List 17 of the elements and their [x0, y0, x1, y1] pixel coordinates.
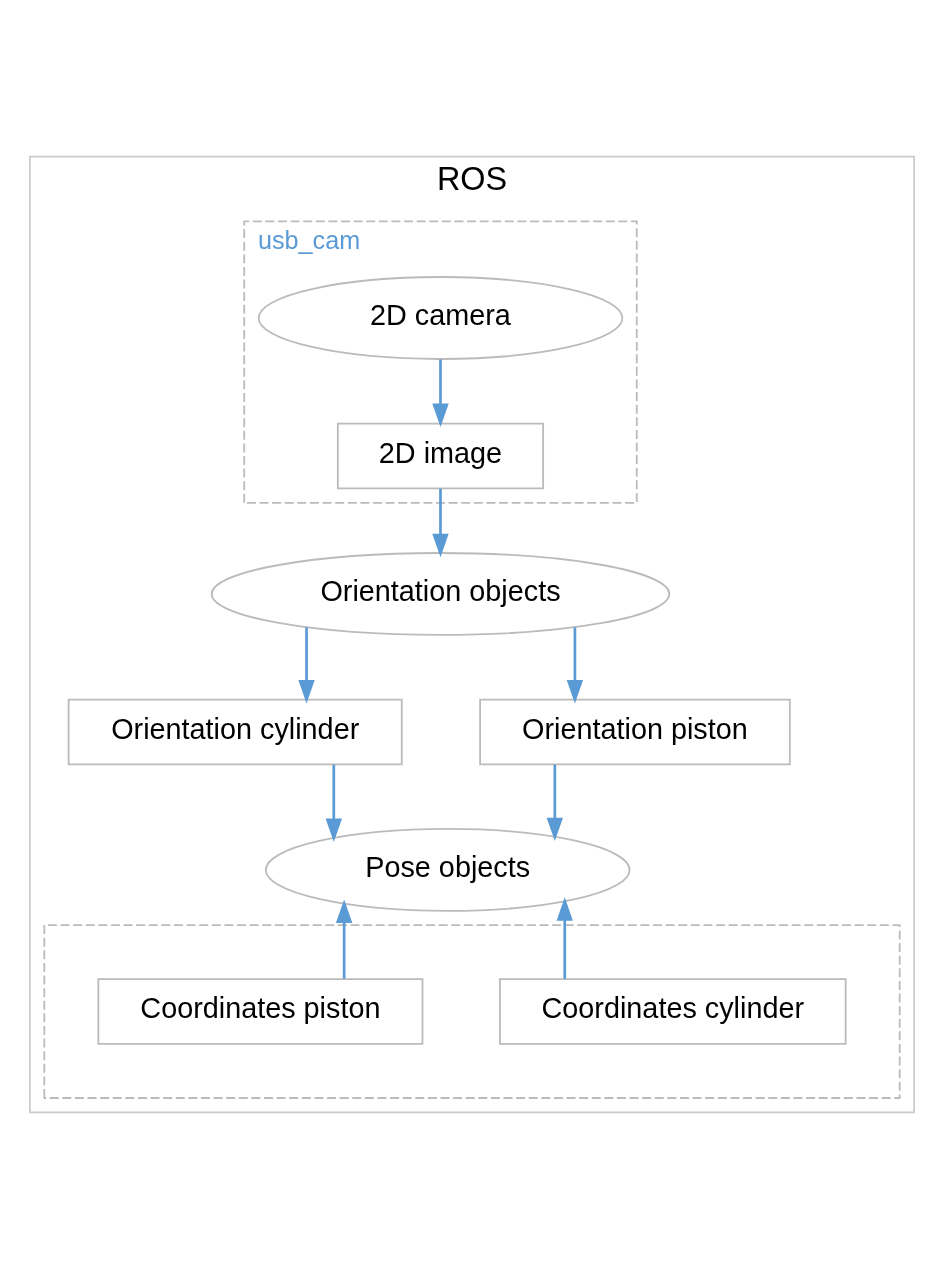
arrow: [432, 359, 449, 428]
node-ellipse: 2D camera: [257, 276, 624, 360]
arrow: [325, 764, 342, 843]
node-box: Orientation piston: [479, 698, 791, 766]
node-ellipse: Orientation objects: [210, 552, 671, 636]
arrow: [432, 488, 449, 558]
arrow: [556, 897, 573, 979]
arrow: [335, 899, 353, 979]
node-box: Coordinates piston: [97, 978, 424, 1045]
node-box: Orientation cylinder: [67, 698, 403, 766]
node-box: Coordinates cylinder: [499, 978, 847, 1045]
node-ellipse: Pose objects: [264, 828, 631, 912]
arrow: [298, 627, 315, 704]
arrow: [546, 764, 564, 842]
cluster: [43, 924, 901, 1099]
arrow: [566, 627, 584, 704]
node-box: 2D image: [336, 422, 545, 490]
